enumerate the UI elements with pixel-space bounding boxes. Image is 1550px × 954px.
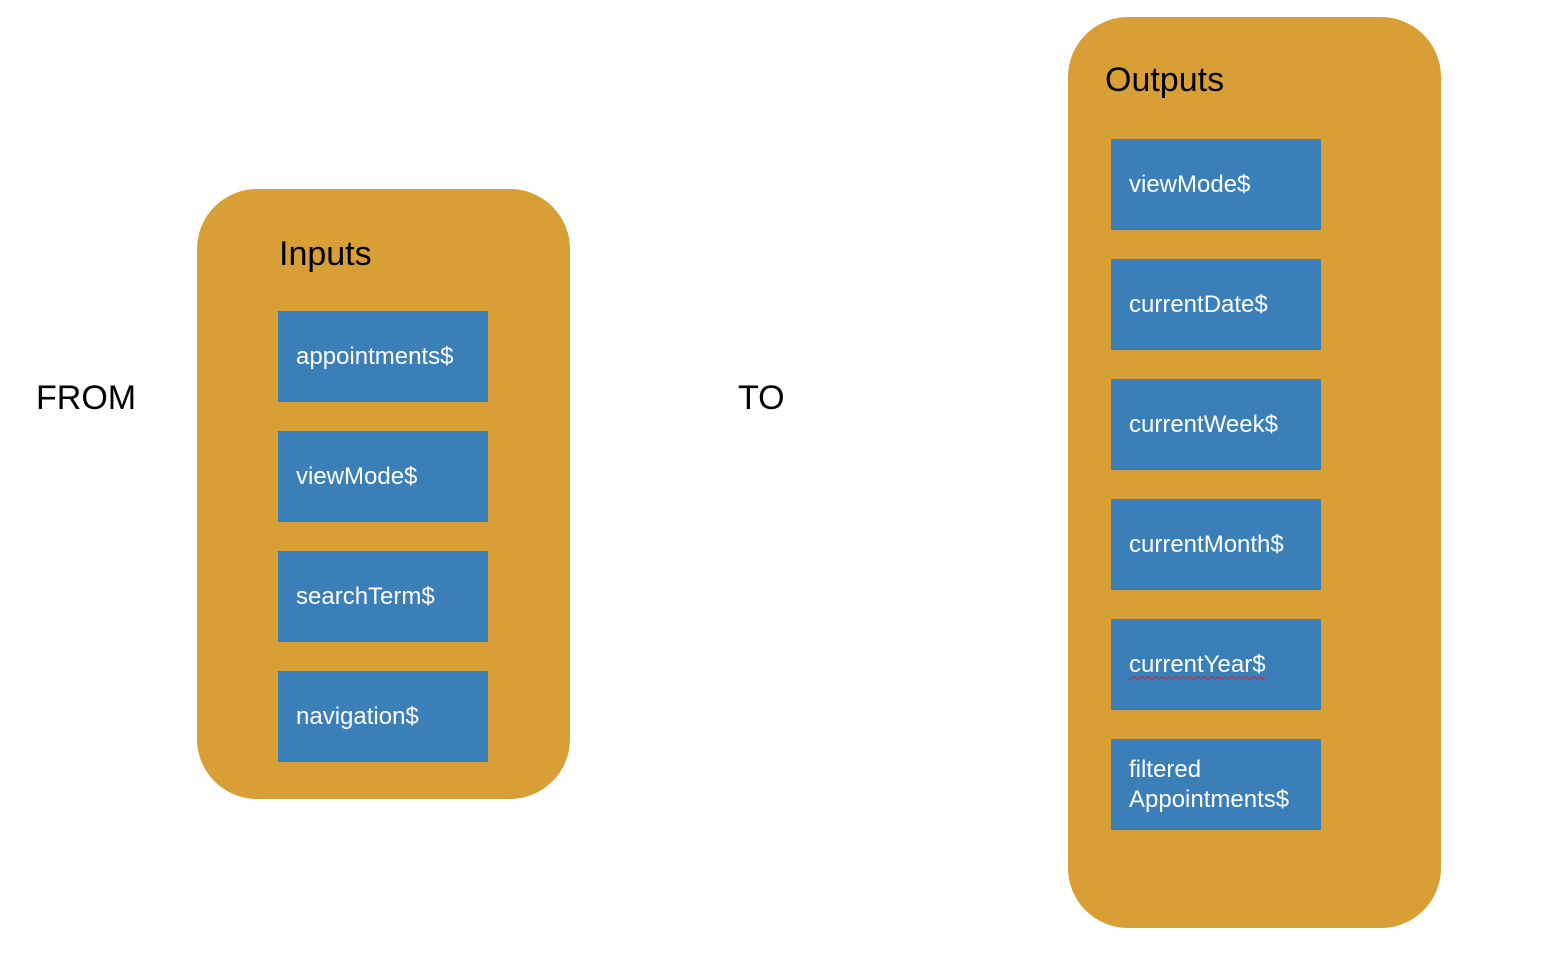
output-box-label: filtered Appointments$ xyxy=(1129,755,1290,813)
input-box-label: searchTerm$ xyxy=(296,582,435,610)
input-box-label: viewMode$ xyxy=(296,462,418,490)
output-box-viewmode: viewMode$ xyxy=(1111,139,1321,230)
input-box-label: navigation$ xyxy=(296,702,419,730)
input-box-viewmode: viewMode$ xyxy=(278,431,488,522)
input-box-appointments: appointments$ xyxy=(278,311,488,402)
output-box-currentdate: currentDate$ xyxy=(1111,259,1321,350)
output-box-currentyear: currentYear$ xyxy=(1111,619,1321,710)
output-box-filtered-appointments: filtered Appointments$ xyxy=(1111,739,1321,830)
output-box-label: currentDate$ xyxy=(1129,290,1268,318)
output-box-label: currentYear$ xyxy=(1129,650,1266,678)
output-box-label: currentWeek$ xyxy=(1129,410,1278,438)
outputs-title: Outputs xyxy=(1105,61,1225,99)
output-box-label: viewMode$ xyxy=(1129,170,1251,198)
from-label: FROM xyxy=(36,379,137,417)
input-box-searchterm: searchTerm$ xyxy=(278,551,488,642)
inputs-group: Inputs appointments$ viewMode$ searchTer… xyxy=(197,189,570,799)
outputs-group: Outputs viewMode$ currentDate$ currentWe… xyxy=(1068,17,1441,928)
output-box-currentweek: currentWeek$ xyxy=(1111,379,1321,470)
to-label: TO xyxy=(738,379,785,417)
input-box-navigation: navigation$ xyxy=(278,671,488,762)
output-box-label: currentMonth$ xyxy=(1129,530,1284,558)
input-box-label: appointments$ xyxy=(296,342,454,370)
inputs-title: Inputs xyxy=(279,235,372,273)
output-box-currentmonth: currentMonth$ xyxy=(1111,499,1321,590)
